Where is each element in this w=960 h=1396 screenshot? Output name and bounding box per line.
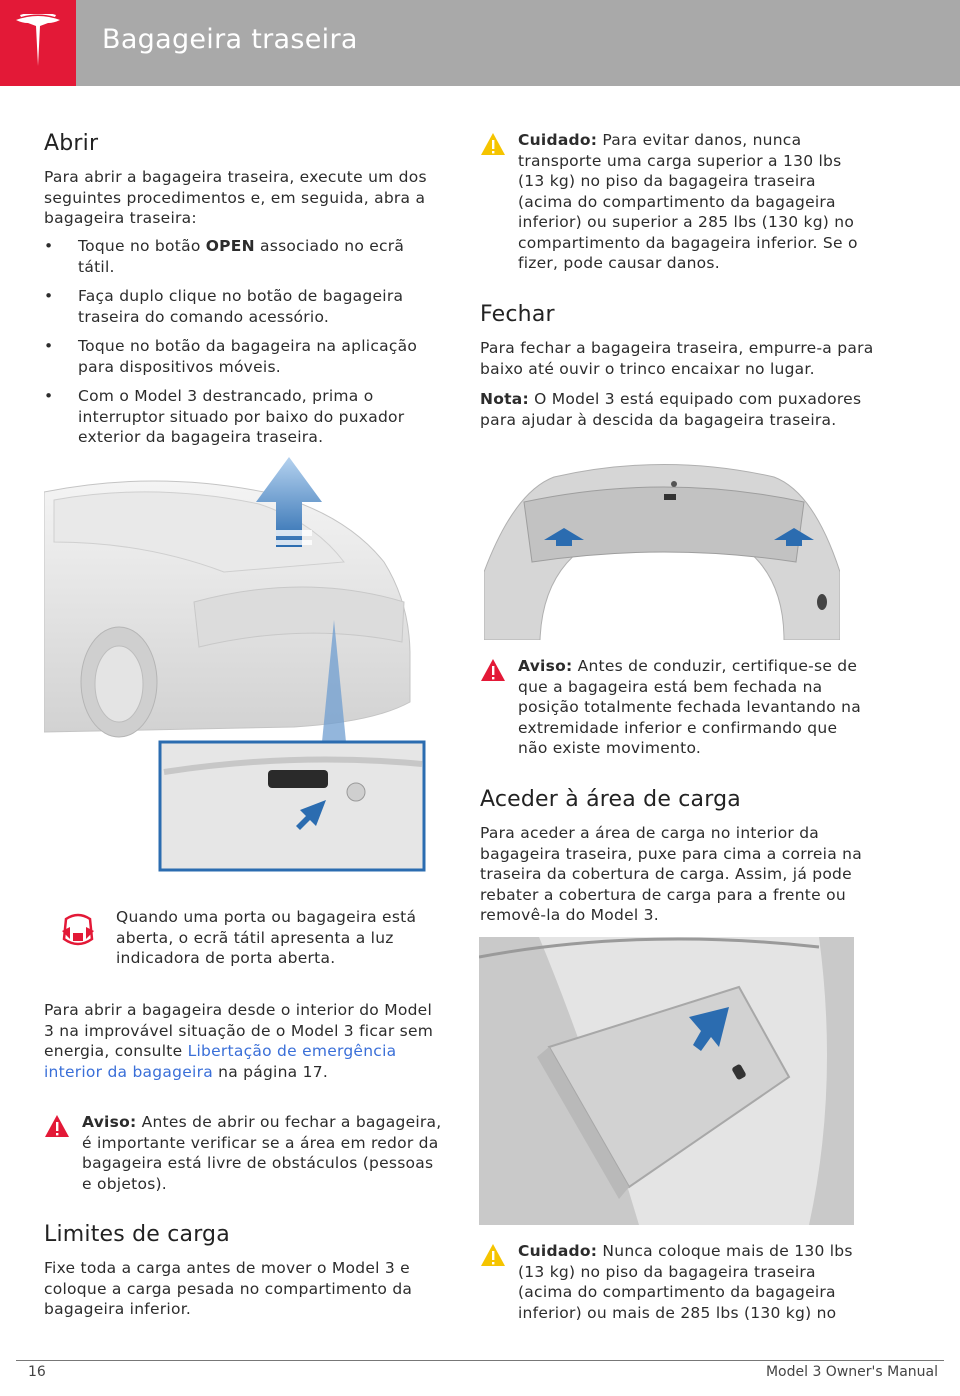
page-title: Bagageira traseira <box>102 24 358 55</box>
interior-release-text: Para abrir a bagageira desde o interior … <box>44 1001 434 1081</box>
open-intro: Para abrir a bagageira traseira, execute… <box>44 168 427 227</box>
manual-title: Model 3 Owner's Manual <box>765 1364 938 1380</box>
open-heading: Abrir <box>44 131 99 156</box>
open-methods-list: •Toque no botão OPEN associado no ecrã t… <box>44 236 444 457</box>
emergency-release-link[interactable]: Libertação de emergência interior da bag… <box>44 1042 397 1081</box>
warning-icon <box>481 659 505 681</box>
cargo-text: Para aceder a área de carga no interior … <box>480 824 862 924</box>
cargo-cover-illustration <box>479 937 854 1225</box>
door-indicator-text: Quando uma porta ou bagageira está abert… <box>116 908 417 967</box>
close-note: Nota: O Model 3 está equipado com puxado… <box>480 390 862 429</box>
warning-icon <box>45 1115 69 1137</box>
caution-notice-1: Cuidado: Para evitar danos, nunca transp… <box>480 130 880 278</box>
caution-text-1: Cuidado: Para evitar danos, nunca transp… <box>518 131 858 272</box>
close-text: Para fechar a bagageira traseira, empurr… <box>480 339 874 378</box>
footer-divider <box>16 1360 944 1361</box>
cargo-heading: Aceder à área de carga <box>480 787 741 812</box>
warning-text: Aviso: Antes de abrir ou fechar a bagage… <box>82 1113 442 1193</box>
limits-text: Fixe toda a carga antes de mover o Model… <box>44 1259 413 1318</box>
page-number: 16 <box>28 1364 46 1380</box>
warning-notice-2: Aviso: Antes de conduzir, certifique-se … <box>480 656 880 760</box>
tesla-logo <box>0 0 76 86</box>
list-item: •Toque no botão OPEN associado no ecrã t… <box>44 237 405 276</box>
limits-heading: Limites de carga <box>44 1222 230 1247</box>
warning-text-2: Aviso: Antes de conduzir, certifique-se … <box>518 657 861 757</box>
warning-notice: Aviso: Antes de abrir ou fechar a bagage… <box>44 1112 444 1196</box>
door-open-indicator-icon <box>62 913 94 946</box>
page-header: Bagageira traseira <box>0 0 960 86</box>
tesla-logo-icon <box>16 14 60 66</box>
list-item: •Faça duplo clique no botão de bagageira… <box>44 287 404 326</box>
open-button-label: OPEN <box>205 237 255 255</box>
caution-icon <box>481 1244 505 1266</box>
caution-notice-2: Cuidado: Nunca coloque mais de 130 lbs (… <box>480 1241 880 1325</box>
door-indicator-notice: Quando uma porta ou bagageira está abert… <box>58 907 438 973</box>
caution-icon <box>481 133 505 155</box>
trunk-lid-illustration <box>484 462 840 640</box>
trunk-open-illustration <box>44 452 434 872</box>
caution-text-2: Cuidado: Nunca coloque mais de 130 lbs (… <box>518 1242 853 1322</box>
list-item: •Toque no botão da bagageira na aplicaçã… <box>44 337 418 376</box>
close-heading: Fechar <box>480 302 555 327</box>
list-item: •Com o Model 3 destrancado, prima o inte… <box>44 387 405 446</box>
